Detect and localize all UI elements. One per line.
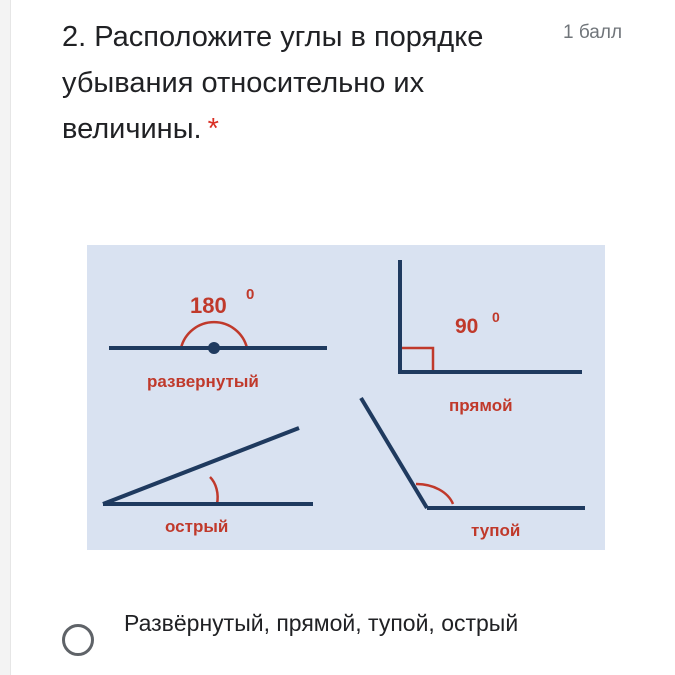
obtuse-angle-name: тупой — [471, 521, 520, 540]
answer-option[interactable]: Развёрнутый, прямой, тупой, острый — [62, 598, 622, 675]
straight-angle-value: 180 — [190, 293, 227, 318]
acute-angle-ray — [102, 426, 300, 506]
straight-angle-name: развернутый — [147, 372, 259, 391]
required-star: * — [207, 113, 219, 145]
right-angle-marker — [402, 346, 435, 370]
straight-angle-vertex — [208, 342, 220, 354]
question-title: 2. Расположите углы в порядке убывания о… — [62, 14, 542, 152]
right-angle-name: прямой — [449, 396, 513, 415]
angles-diagram: 180 0 развернутый 90 0 прямой острый — [87, 245, 605, 550]
obtuse-angle: тупой — [359, 396, 585, 540]
answer-option-radio[interactable] — [62, 624, 94, 656]
acute-angle-name: острый — [165, 517, 228, 536]
straight-angle-degree: 0 — [246, 286, 254, 303]
points-label: 1 балл — [563, 22, 623, 43]
question-image: 180 0 развернутый 90 0 прямой острый — [87, 245, 605, 550]
answer-option-label[interactable]: Развёрнутый, прямой, тупой, острый — [124, 610, 519, 636]
right-angle-value: 90 — [455, 315, 478, 338]
obtuse-angle-arc — [415, 482, 455, 505]
right-angle-degree: 0 — [492, 309, 500, 325]
right-angle: 90 0 прямой — [398, 260, 582, 415]
diagram-background — [87, 245, 605, 550]
straight-angle-arc — [179, 321, 249, 349]
card-left-edge — [0, 0, 11, 675]
question-text: 2. Расположите углы в порядке убывания о… — [62, 21, 484, 145]
straight-angle: 180 0 развернутый — [109, 286, 327, 391]
acute-angle: острый — [102, 426, 313, 536]
acute-angle-arc — [209, 476, 219, 505]
obtuse-angle-ray — [359, 396, 429, 510]
